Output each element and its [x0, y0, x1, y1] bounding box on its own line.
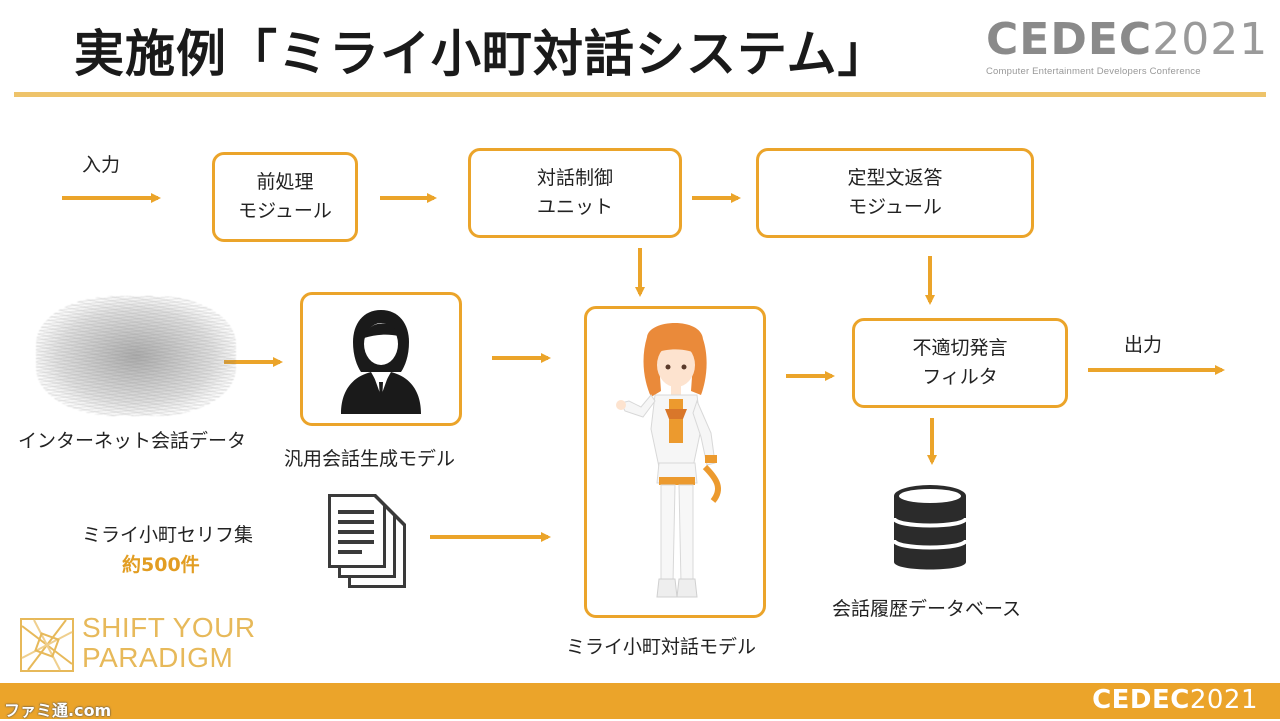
internet-data-cloud: [36, 296, 236, 416]
footer-logo: CEDEC2021: [1092, 685, 1258, 715]
general-model-label: 汎用会話生成モデル: [284, 448, 456, 470]
dialog-control-unit-box: 対話制御 ユニット: [468, 148, 682, 238]
general-model-box: [300, 292, 462, 426]
preprocess-line2: モジュール: [238, 200, 332, 222]
watermark: ファミ通.com: [4, 701, 112, 720]
dialog-control-line1: 対話制御: [536, 167, 613, 189]
shift-text-line2: PARADIGM: [82, 642, 234, 673]
internet-data-label: インターネット会話データ: [18, 430, 247, 452]
shift-text-line1: SHIFT YOUR: [82, 612, 256, 643]
logo-year: 2021: [1152, 14, 1269, 65]
logo-subtitle: Computer Entertainment Developers Confer…: [986, 66, 1201, 77]
template-response-line2: モジュール: [848, 196, 942, 218]
database-icon: [892, 485, 968, 570]
character-figure: [616, 323, 722, 598]
miraikomachi-model-box: [584, 306, 766, 618]
footer-logo-year: 2021: [1189, 685, 1258, 715]
preprocess-module-box: 前処理 モジュール: [212, 152, 358, 242]
title-divider: [14, 92, 1266, 97]
template-response-module-box: 定型文返答 モジュール: [756, 148, 1034, 238]
paradigm-logo-icon: [20, 618, 74, 672]
output-label: 出力: [1124, 334, 1163, 356]
input-label: 入力: [82, 154, 121, 176]
business-person-icon: [341, 310, 421, 414]
inappropriate-filter-box: 不適切発言 フィルタ: [852, 318, 1068, 408]
logo-main-text: CEDEC: [986, 14, 1153, 65]
footer-bar: CEDEC2021: [0, 683, 1280, 719]
footer-logo-main: CEDEC: [1092, 685, 1190, 715]
page-title: 実施例「ミライ小町対話システム」: [74, 25, 889, 83]
serif-collection-label: ミライ小町セリフ集: [82, 524, 254, 546]
history-db-label: 会話履歴データベース: [832, 598, 1022, 620]
serif-count-label: 約500件: [122, 554, 200, 576]
cedec-logo: CEDEC2021 Computer Entertainment Develop…: [986, 14, 1267, 82]
preprocess-line1: 前処理: [256, 171, 314, 193]
filter-line2: フィルタ: [922, 366, 998, 388]
document-stack-icon: [328, 494, 406, 588]
filter-line1: 不適切発言: [912, 337, 1008, 359]
template-response-line1: 定型文返答: [847, 167, 943, 189]
shift-your-paradigm-logo: SHIFT YOUR PARADIGM: [20, 614, 255, 674]
dialog-control-line2: ユニット: [536, 196, 613, 218]
miraikomachi-model-label: ミライ小町対話モデル: [566, 636, 757, 658]
